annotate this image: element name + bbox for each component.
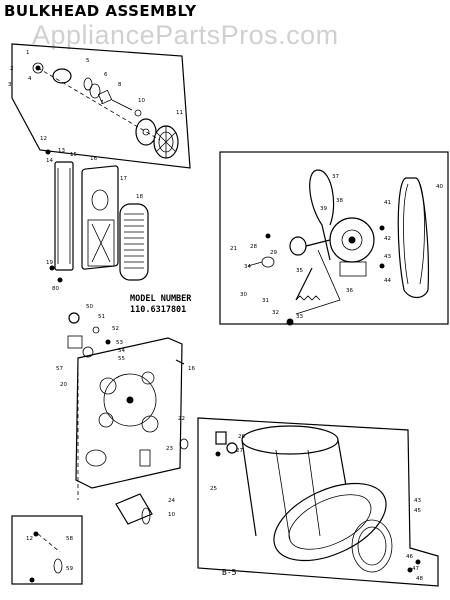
part-number-18: 18 [136, 194, 143, 200]
part-number-6: 6 [104, 72, 108, 78]
diagram-title: BULKHEAD ASSEMBLY [4, 2, 197, 20]
part-number-17: 17 [120, 176, 127, 182]
part-number-55: 55 [118, 356, 125, 362]
part-number-33: 33 [296, 314, 303, 320]
page-number: B-5 [222, 568, 237, 577]
part-number-31: 31 [262, 298, 269, 304]
part-number-37: 37 [332, 174, 339, 180]
part-number-43: 43 [384, 254, 391, 260]
part-number-23: 23 [166, 446, 173, 452]
part-number-36: 36 [346, 288, 353, 294]
part-number-14: 14 [46, 158, 53, 164]
model-number-block: MODEL NUMBER 110.6317801 [130, 294, 191, 316]
part-number-42: 42 [384, 236, 391, 242]
part-number-20: 20 [60, 382, 67, 388]
part-number-34: 34 [244, 264, 251, 270]
part-number-54: 54 [118, 348, 125, 354]
part-number-4: 4 [28, 76, 32, 82]
part-number-28: 28 [250, 244, 257, 250]
part-number-51: 51 [98, 314, 105, 320]
part-number-7: 7 [100, 100, 104, 106]
part-number-12: 12 [26, 536, 33, 542]
part-number-52: 52 [112, 326, 119, 332]
part-number-39: 39 [320, 206, 327, 212]
part-number-labels: 1234567810111213141516171819803738394041… [8, 50, 443, 582]
part-number-8: 8 [118, 82, 122, 88]
watermark: AppliancePartsPros.com [32, 20, 339, 50]
drum-assembly-group [197, 417, 439, 587]
part-number-24: 24 [168, 498, 175, 504]
part-number-12: 12 [40, 136, 47, 142]
part-number-11: 11 [176, 110, 183, 116]
part-number-1: 1 [26, 50, 30, 56]
part-number-3: 3 [8, 82, 12, 88]
part-number-22: 22 [178, 416, 185, 422]
part-number-2: 2 [10, 66, 14, 72]
part-number-46: 46 [406, 554, 413, 560]
part-number-13: 13 [58, 148, 65, 154]
part-number-19: 19 [46, 260, 53, 266]
part-number-32: 32 [272, 310, 279, 316]
part-number-47: 47 [412, 566, 419, 572]
part-number-43: 43 [414, 498, 421, 504]
part-number-30: 30 [240, 292, 247, 298]
part-number-16: 16 [90, 156, 97, 162]
model-number-label: MODEL NUMBER [130, 294, 192, 304]
part-number-16: 16 [188, 366, 195, 372]
part-number-40: 40 [436, 184, 443, 190]
part-number-50: 50 [86, 304, 93, 310]
part-number-25: 25 [210, 486, 217, 492]
part-number-48: 48 [416, 576, 423, 582]
part-number-29: 29 [270, 250, 277, 256]
heater-housing-group [45, 149, 149, 283]
front-bulkhead-group [67, 312, 189, 525]
part-number-35: 35 [296, 268, 303, 274]
part-number-57: 57 [56, 366, 63, 372]
part-number-59: 59 [66, 566, 73, 572]
part-number-26: 26 [238, 434, 245, 440]
part-number-45: 45 [414, 508, 421, 514]
part-number-15: 15 [70, 152, 77, 158]
part-number-44: 44 [384, 278, 391, 284]
blower-wheel-group [11, 43, 191, 169]
motor-assembly-group [219, 151, 449, 326]
inset-detail-group [11, 515, 83, 585]
part-number-10: 10 [168, 512, 175, 518]
part-number-80: 80 [52, 286, 59, 292]
part-number-27: 27 [236, 448, 243, 454]
part-number-58: 58 [66, 536, 73, 542]
part-number-21: 21 [230, 246, 237, 252]
part-number-10: 10 [138, 98, 145, 104]
part-number-53: 53 [116, 340, 123, 346]
part-number-5: 5 [86, 58, 90, 64]
part-number-41: 41 [384, 200, 391, 206]
model-number-value: 110.6317801 [130, 305, 187, 315]
part-number-38: 38 [336, 198, 343, 204]
